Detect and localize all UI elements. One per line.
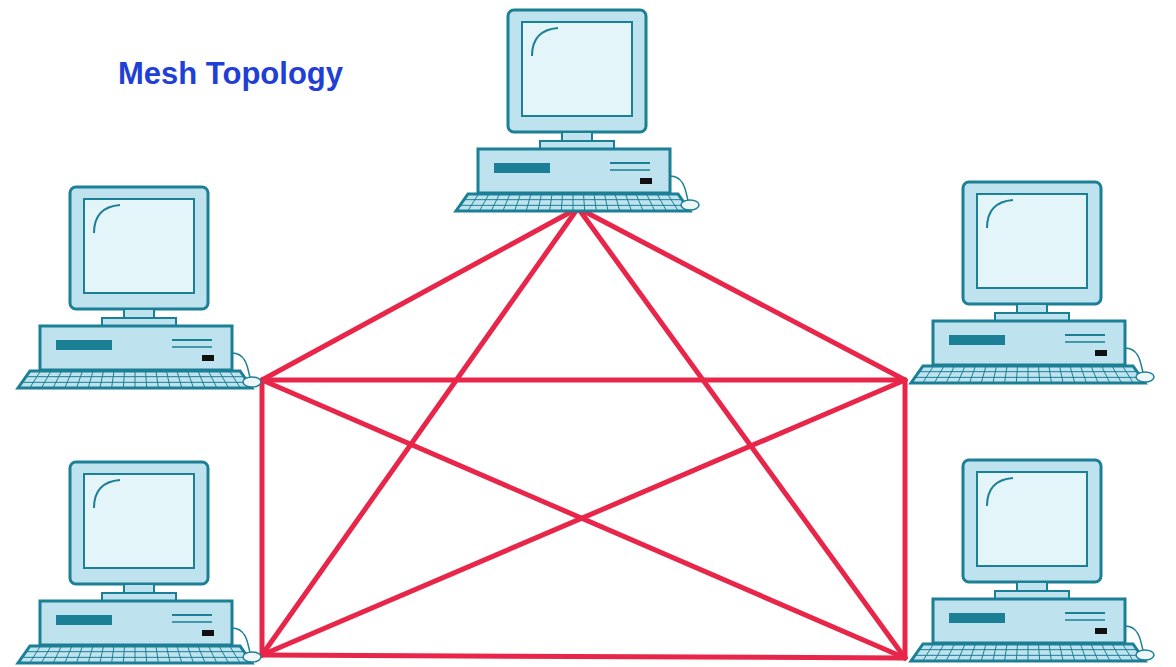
network-cable <box>262 378 905 383</box>
computer-icon <box>450 8 700 213</box>
computer-node <box>905 180 1155 385</box>
network-cable <box>578 208 905 380</box>
computer-icon <box>905 458 1155 663</box>
computer-node <box>12 185 262 390</box>
computer-node <box>450 8 700 213</box>
diagram-title: Mesh Topology <box>118 56 343 92</box>
computer-icon <box>12 460 262 665</box>
computer-node <box>905 458 1155 663</box>
computer-icon <box>905 180 1155 385</box>
network-cable <box>262 208 578 380</box>
network-cable <box>903 380 908 658</box>
network-cable <box>262 380 905 658</box>
network-cable <box>262 380 905 655</box>
network-cable <box>262 655 905 658</box>
network-cable <box>260 380 265 655</box>
computer-icon <box>12 185 262 390</box>
network-cable <box>578 208 905 658</box>
computer-node <box>12 460 262 665</box>
